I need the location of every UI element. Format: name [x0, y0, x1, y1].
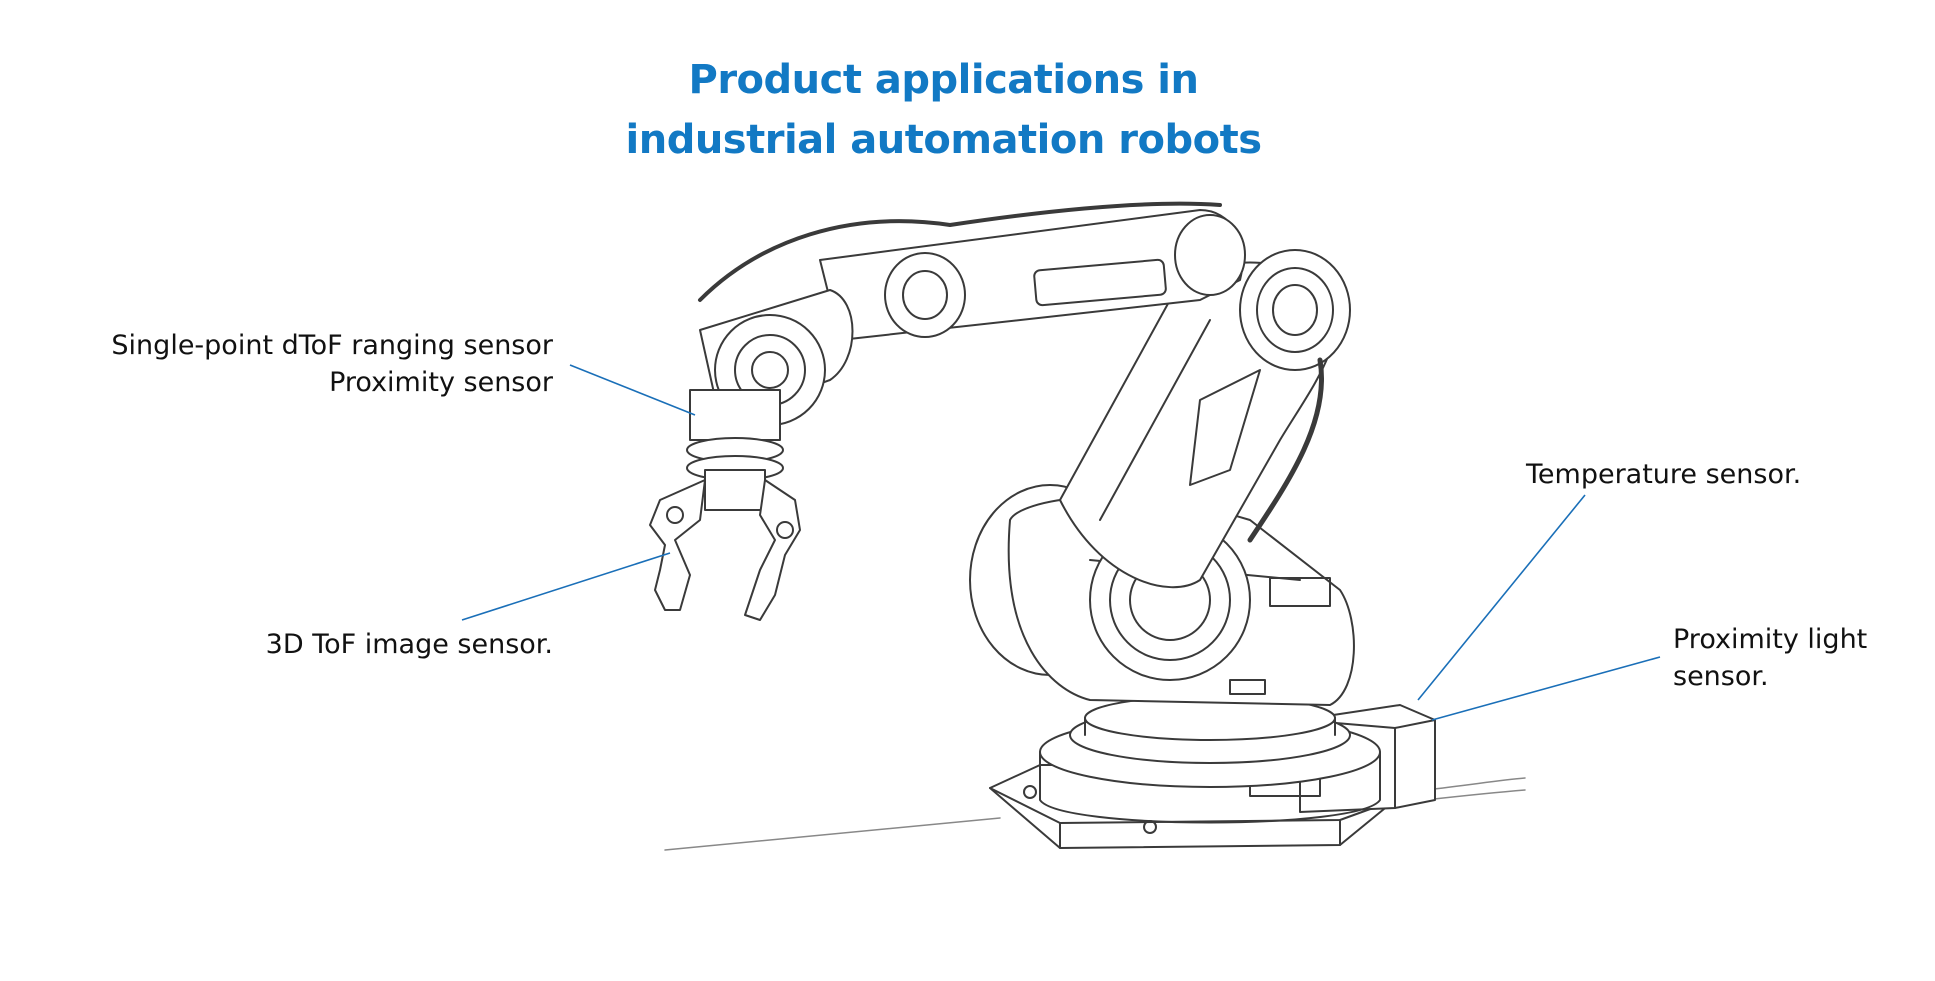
floor-line: [664, 817, 1001, 851]
callout-line-proximity-light: [1431, 656, 1661, 721]
diagram-title: Product applications in industrial autom…: [0, 50, 1887, 170]
robot-wrist: [686, 289, 854, 481]
robot-upper-arm: [1059, 249, 1351, 589]
label-temperature: Temperature sensor.: [1526, 459, 1802, 490]
title-line-1: Product applications in: [688, 57, 1199, 103]
callout-line-3d-tof: [461, 552, 671, 621]
robot-forearm: [819, 209, 1246, 341]
robot-turntable: [1039, 695, 1381, 824]
robot-gripper: [649, 469, 801, 621]
label-proximity-sensor: Proximity sensor: [329, 367, 553, 398]
callout-line-dtof: [569, 364, 696, 416]
title-line-2: industrial automation robots: [625, 117, 1263, 163]
callout-line-temperature: [1417, 494, 1586, 701]
label-3d-tof: 3D ToF image sensor.: [265, 629, 553, 660]
label-dtof-proximity: Single-point dToF ranging sensor Proximi…: [111, 327, 553, 401]
label-proximity-light-line-2: sensor.: [1673, 661, 1769, 692]
label-single-point-dtof: Single-point dToF ranging sensor: [111, 330, 553, 361]
robot-cable: [1247, 357, 1324, 543]
label-proximity-light-line-1: Proximity light: [1673, 624, 1868, 655]
label-proximity-light: Proximity light sensor.: [1673, 621, 1867, 695]
floor-cable-line: [1424, 777, 1526, 791]
